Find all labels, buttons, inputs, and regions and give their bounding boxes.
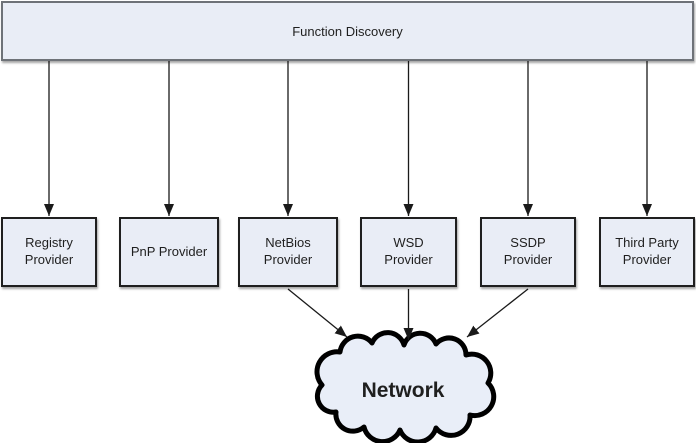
provider-label-netbios: NetBios Provider: [263, 235, 313, 267]
provider-label-pnp: PnP Provider: [130, 243, 208, 259]
provider-box-registry: Registry Provider: [1, 217, 97, 287]
provider-label-registry: Registry Provider: [24, 235, 74, 267]
provider-box-wsd: WSD Provider: [360, 217, 457, 287]
provider-box-third-party: Third Party Provider: [599, 217, 695, 287]
provider-box-netbios: NetBios Provider: [238, 217, 338, 287]
provider-box-pnp: PnP Provider: [119, 217, 219, 287]
provider-box-ssdp: SSDP Provider: [480, 217, 576, 287]
arrow-ssdp-to-network: [466, 288, 529, 338]
provider-label-wsd: WSD Provider: [384, 235, 433, 267]
function-discovery-box: Function Discovery: [1, 1, 694, 61]
network-label: Network: [362, 379, 445, 402]
provider-label-third-party: Third Party Provider: [615, 235, 679, 267]
network-cloud: [314, 330, 497, 443]
function-discovery-label: Function Discovery: [292, 23, 403, 39]
arrow-netbios-to-network: [287, 288, 348, 338]
provider-label-ssdp: SSDP Provider: [503, 235, 553, 267]
